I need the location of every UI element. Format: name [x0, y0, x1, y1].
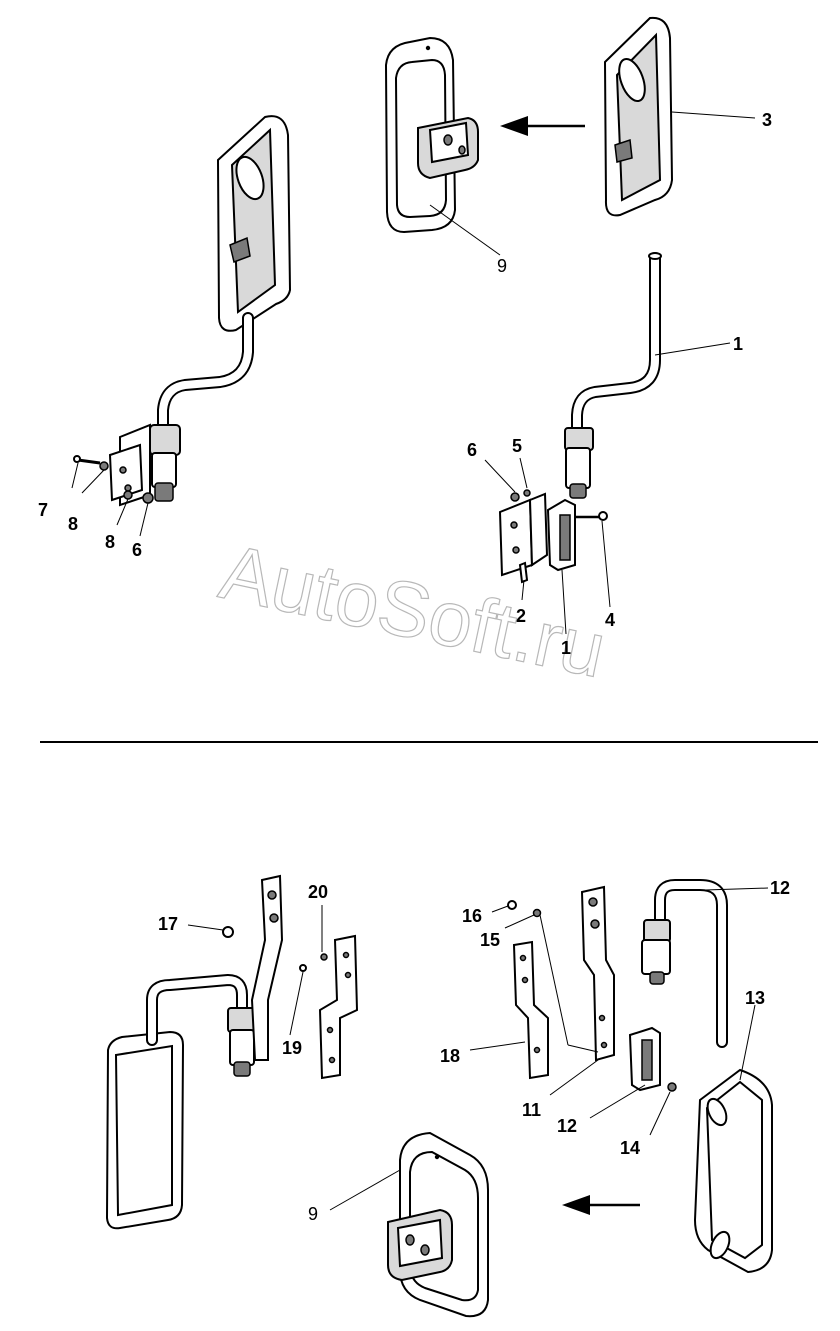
callout-1-plate: 1 — [561, 638, 571, 658]
callout-11: 11 — [522, 1100, 541, 1120]
callout-9-bottom: 9 — [308, 1204, 318, 1224]
arrow-bottom — [562, 1195, 640, 1215]
callout-2: 2 — [516, 606, 526, 626]
callout-15: 15 — [480, 930, 500, 950]
callout-17: 17 — [158, 914, 178, 934]
mirror-assembly-bottom-left — [105, 874, 284, 1230]
callout-8-a: 8 — [68, 514, 78, 534]
callout-3: 3 — [762, 110, 772, 130]
mirror-9-bottom — [329, 1131, 489, 1318]
callout-13: 13 — [745, 988, 765, 1008]
callout-6-left: 6 — [132, 540, 142, 560]
bracket-2 — [498, 492, 549, 584]
callout-20: 20 — [308, 882, 328, 902]
callout-6-right: 6 — [467, 440, 477, 460]
callout-9-top: 9 — [497, 256, 507, 276]
callout-1-arm: 1 — [733, 334, 743, 354]
mirror-3 — [603, 16, 756, 217]
bracket-18 — [469, 940, 549, 1080]
callout-8-b: 8 — [105, 532, 115, 552]
mirror-arm-12 — [589, 879, 769, 1136]
callout-14: 14 — [620, 1138, 640, 1158]
mirror-9-top — [384, 36, 501, 256]
callout-12-arm: 12 — [770, 878, 790, 898]
callout-18: 18 — [440, 1046, 460, 1066]
screws-16-15 — [491, 900, 542, 929]
bracket-11 — [539, 885, 615, 1096]
callout-19: 19 — [282, 1038, 302, 1058]
callout-16: 16 — [462, 906, 482, 926]
callout-4: 4 — [605, 610, 615, 630]
mirror-arm-1 — [564, 252, 731, 499]
arrow-top — [500, 116, 585, 136]
callout-12-plate: 12 — [557, 1116, 577, 1136]
bracket-20 — [289, 905, 359, 1080]
callout-labels: 3 9 1 6 5 7 8 8 6 2 4 1 12 20 17 16 15 1… — [38, 110, 790, 1224]
leaders-top — [71, 457, 611, 635]
mirror-13 — [693, 1004, 773, 1274]
mirror-assembly-top-left — [73, 115, 292, 507]
hinge-plate-1 — [510, 489, 608, 572]
callout-5: 5 — [512, 436, 522, 456]
callout-7: 7 — [38, 500, 48, 520]
